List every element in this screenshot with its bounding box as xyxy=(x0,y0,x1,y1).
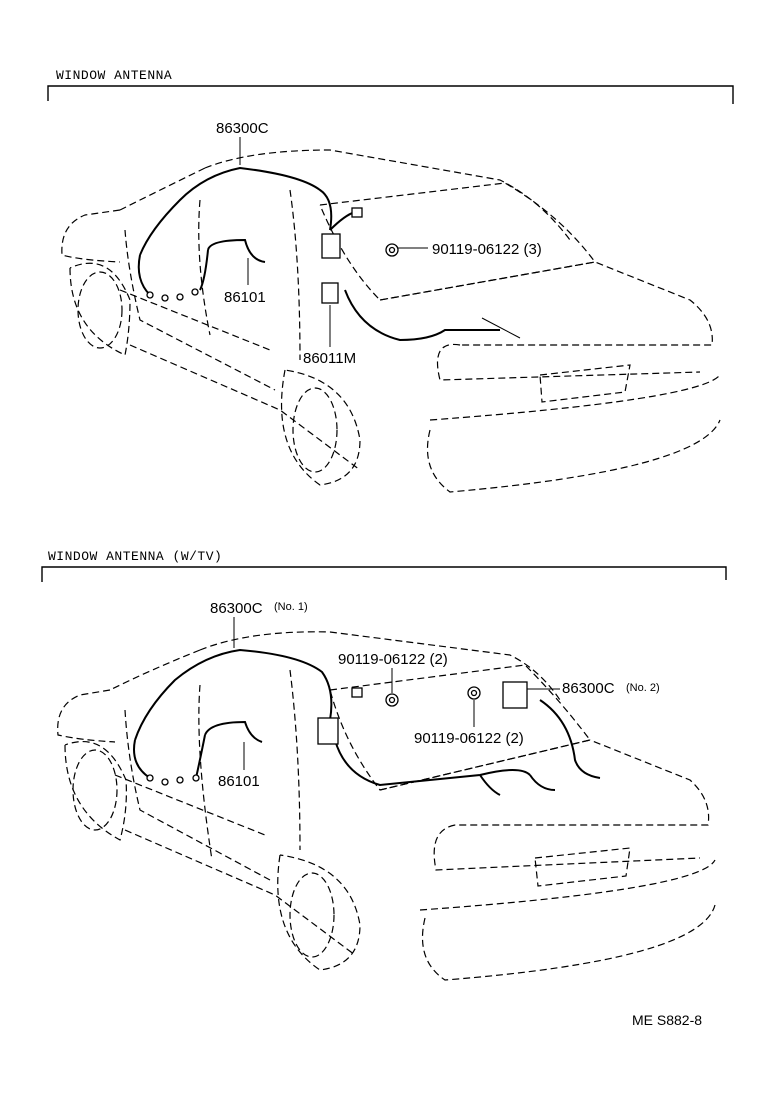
section-title: WINDOW ANTENNA xyxy=(56,68,172,83)
section-window-antenna: WINDOW ANTENNA xyxy=(47,68,734,493)
leader-lines xyxy=(239,137,428,347)
label-cord: 86101 xyxy=(218,773,260,790)
section-window-antenna-tv: WINDOW ANTENNA (W/TV) xyxy=(41,549,727,981)
section-title: WINDOW ANTENNA (W/TV) xyxy=(48,549,222,564)
car-body-outline xyxy=(61,149,721,493)
label-amplifier: 86011M xyxy=(303,350,356,367)
section-bracket xyxy=(41,566,727,582)
car-body-outline xyxy=(57,631,716,981)
antenna-wiring xyxy=(137,166,521,342)
label-screw: 90119-06122 (3) xyxy=(432,241,542,258)
antenna-wiring xyxy=(133,648,601,796)
diagram-code: ME S882-8 xyxy=(632,1012,702,1028)
label-antenna-no2: 86300C xyxy=(562,680,615,697)
label-antenna-no2-note: (No. 2) xyxy=(626,682,660,694)
label-antenna-no1: 86300C xyxy=(210,600,263,617)
section-bracket xyxy=(47,85,734,104)
label-antenna-no1-note: (No. 1) xyxy=(274,601,308,613)
label-screw-upper: 90119-06122 (2) xyxy=(338,651,448,668)
leader-lines xyxy=(233,617,560,770)
label-screw-lower: 90119-06122 (2) xyxy=(414,730,524,747)
label-antenna: 86300C xyxy=(216,120,269,137)
label-cord: 86101 xyxy=(224,289,266,306)
